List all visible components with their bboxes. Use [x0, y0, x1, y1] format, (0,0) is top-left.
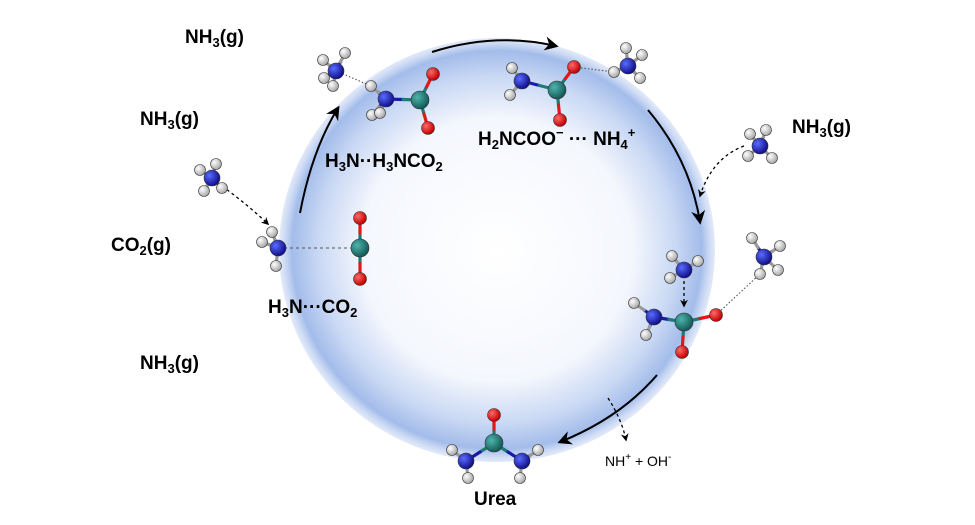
nh3-label-1: NH3(g): [185, 27, 244, 50]
complex-h3n-h3nco2-label: H3N··H3NCO2: [325, 151, 443, 174]
h3n-h3nco2-complex: [317, 47, 440, 135]
oxygen-atom: [709, 308, 723, 322]
hydrogen-atom: [514, 472, 526, 484]
carbon-atom: [350, 238, 370, 258]
hydrogen-atom: [692, 255, 704, 267]
cycle-ring: [279, 38, 715, 462]
tetrahedral-intermediate: [628, 232, 786, 359]
complex-h3n-co2-label: H3N···CO2: [268, 297, 358, 320]
cycle-arrow-top: [431, 36, 559, 53]
hydrogen-atom: [746, 232, 758, 244]
oxygen-atom: [675, 345, 689, 359]
cycle-arrow-bottom: [557, 374, 658, 445]
hydrogen-atom: [270, 260, 282, 272]
nitrogen-atom: [327, 62, 345, 80]
nitrogen-atom: [513, 72, 531, 90]
hydrogen-atom: [760, 124, 772, 136]
nitrogen-atom: [751, 137, 769, 155]
hydrogen-atom: [774, 240, 786, 252]
oxygen-atom: [353, 272, 367, 286]
nitrogen-atom: [377, 90, 395, 108]
nitrogen-atom: [269, 239, 287, 257]
nitrogen-atom: [513, 452, 531, 470]
hydrogen-atom: [317, 54, 329, 66]
cycle-arrow-left: [299, 105, 340, 214]
nitrogen-atom: [675, 261, 693, 279]
carbon-atom: [674, 312, 694, 332]
urea-molecule: [446, 408, 544, 484]
dashed-arrow-byproduct: [607, 397, 629, 442]
co2-label: CO2(g): [111, 235, 171, 258]
oxygen-atom: [553, 113, 567, 127]
nh3-label-3: NH3(g): [140, 353, 199, 376]
hydrogen-atom: [216, 182, 228, 194]
hydrogen-atom: [506, 62, 518, 74]
interaction-line: [335, 70, 372, 87]
nitrogen-atom: [457, 452, 475, 470]
hydrogen-atom: [327, 80, 339, 92]
hydrogen-atom: [754, 268, 766, 280]
hydrogen-atom: [640, 329, 652, 341]
hydrogen-atom: [318, 72, 330, 84]
ammonia-molecule-free: [194, 158, 228, 197]
oxygen-atom: [487, 408, 501, 422]
nitrogen-atom: [203, 169, 221, 187]
carbamate-ammonium-label: H2NCOO− ··· NH4+: [478, 125, 636, 152]
urea-label: Urea: [474, 489, 517, 510]
dashed-arrow-nh3-right: [698, 145, 745, 198]
hydrogen-atom: [462, 472, 474, 484]
nh3-label-right: NH3(g): [792, 117, 851, 140]
hydrogen-atom: [256, 236, 268, 248]
hydrogen-atom: [446, 444, 458, 456]
oxygen-atom: [426, 67, 440, 81]
h3n-co2-complex: [256, 211, 370, 286]
hydrogen-atom: [628, 297, 640, 309]
hydrogen-atom: [620, 42, 632, 54]
hydrogen-atom: [766, 152, 778, 164]
ammonia-molecule-right: [742, 124, 778, 164]
hydrogen-atom: [664, 272, 676, 284]
nitrogen-atom: [645, 308, 663, 326]
hydrogen-atom: [666, 250, 678, 262]
nh3-label-2: NH3(g): [140, 109, 199, 132]
byproduct-label: NH+ + OH-: [605, 452, 672, 469]
hydrogen-atom: [636, 49, 648, 61]
hydrogen-atom: [194, 164, 206, 176]
hydrogen-atom: [608, 66, 620, 78]
oxygen-atom: [567, 60, 581, 74]
carbon-atom: [410, 90, 430, 110]
oxygen-atom: [353, 211, 367, 225]
dashed-arrow-nh3-adsorb: [221, 185, 270, 226]
nitrogen-atom: [619, 57, 637, 75]
carbon-atom: [484, 433, 504, 453]
hydrogen-atom: [744, 128, 756, 140]
oxygen-atom: [421, 121, 435, 135]
nitrogen-atom: [755, 248, 773, 266]
hydrogen-atom: [266, 226, 278, 238]
carbamate-ammonium-pair: [504, 42, 648, 127]
hydrogen-atom: [504, 89, 516, 101]
hydrogen-atom: [532, 444, 544, 456]
interaction-line: [715, 273, 761, 316]
hydrogen-atom: [742, 150, 754, 162]
cycle-arrow-right: [647, 109, 706, 225]
hydrogen-atom: [365, 80, 377, 92]
hydrogen-atom: [772, 264, 784, 276]
hydrogen-atom: [374, 107, 386, 119]
carbon-atom: [547, 80, 567, 100]
hydrogen-atom: [634, 72, 646, 84]
hydrogen-atom: [210, 158, 222, 170]
molecule-layer: [194, 42, 786, 484]
hydrogen-atom: [339, 47, 351, 59]
hydrogen-atom: [198, 185, 210, 197]
